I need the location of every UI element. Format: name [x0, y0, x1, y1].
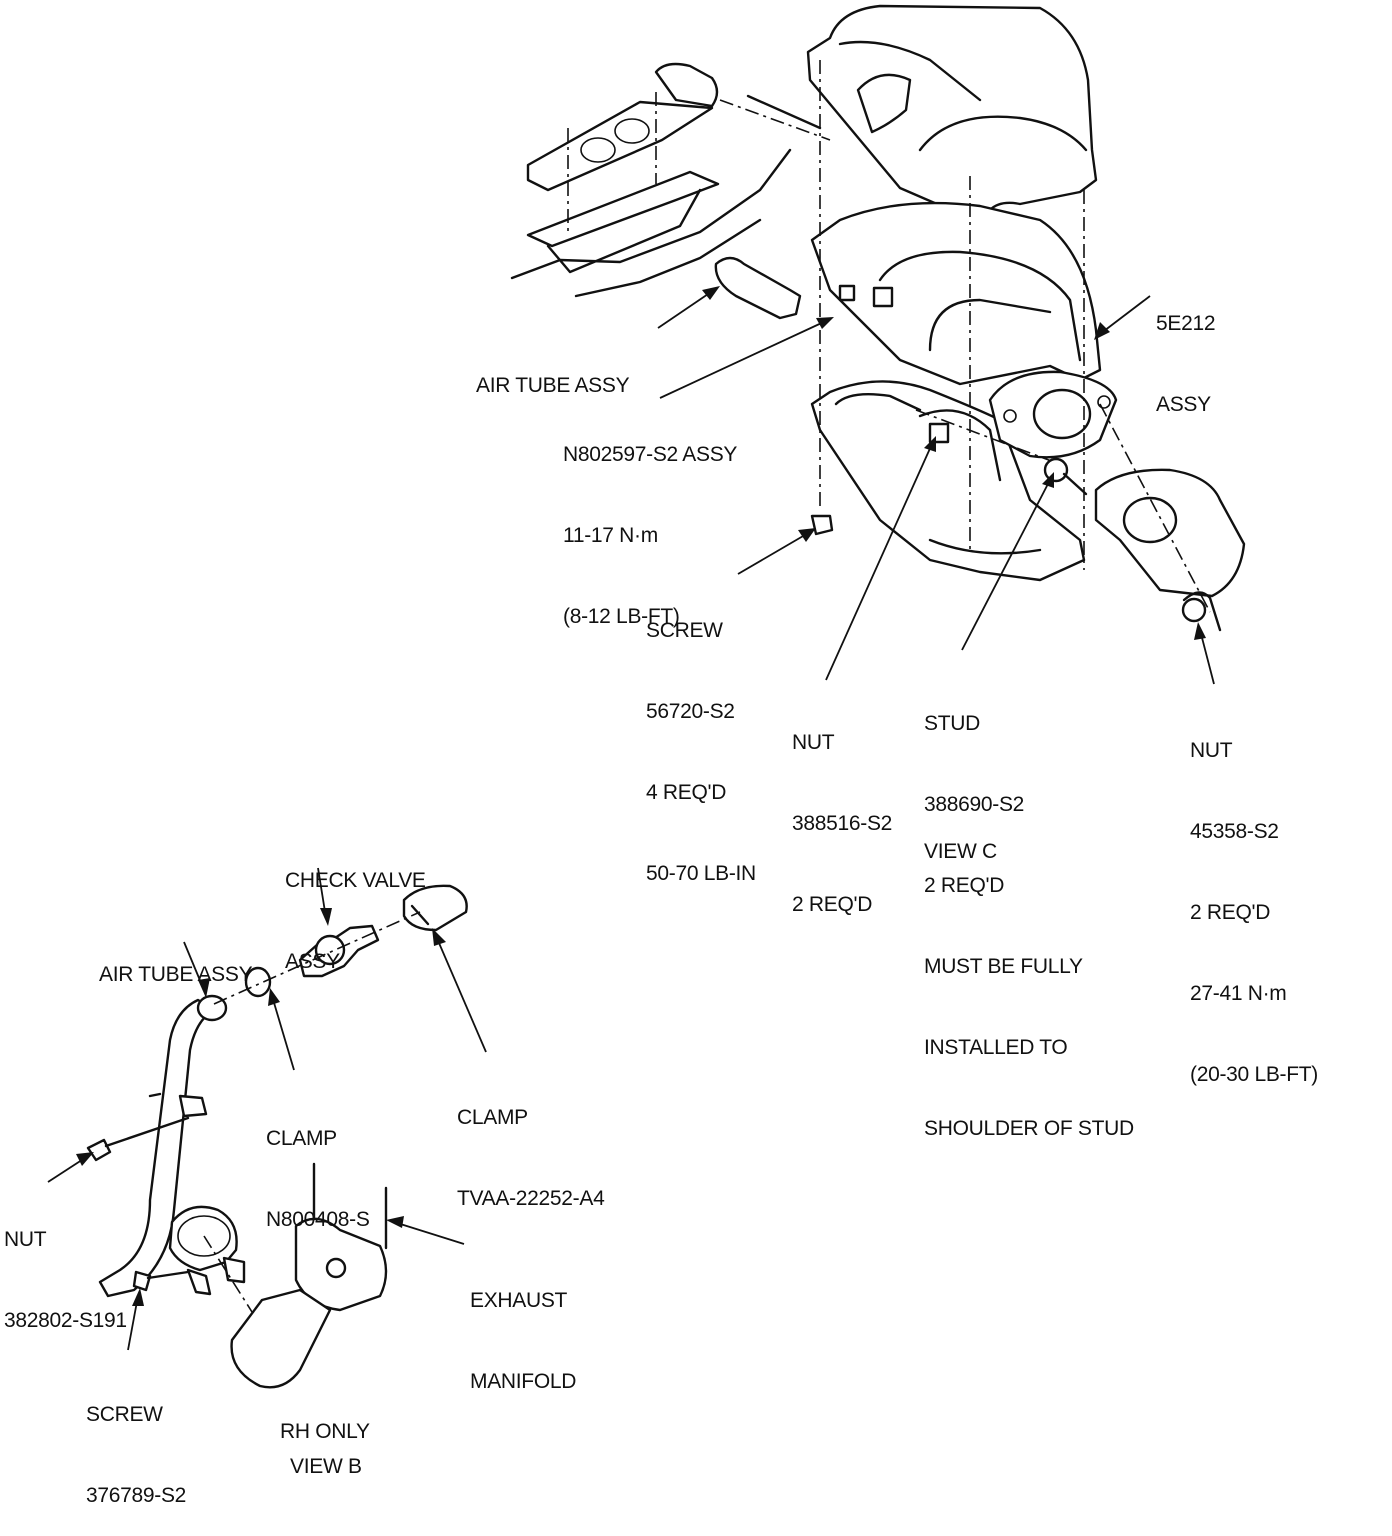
label-nut-388516: NUT 388516-S2 2 REQ'D: [792, 731, 893, 916]
label-exhaust-manifold: EXHAUST MANIFOLD: [470, 1289, 577, 1393]
diagram-artwork: [47, 4, 1246, 1389]
label-clamp-tvaa: CLAMP TVAA-22252-A4: [457, 1106, 605, 1210]
view-b-title: VIEW B: [290, 1455, 362, 1478]
label-air-tube-assy-c: AIR TUBE ASSY: [476, 374, 630, 397]
label-5e212-assy: 5E212 ASSY: [1156, 312, 1216, 416]
view-b-leaders: [47, 867, 487, 1351]
exhaust-flange-and-pipe: [988, 370, 1246, 632]
label-check-valve-assy: CHECK VALVE ASSY: [285, 869, 426, 973]
exploded-parts-diagram: AIR TUBE ASSY N802597-S2 ASSY 11-17 N·m …: [4, 4, 1318, 1507]
catalytic-converter: [810, 201, 1102, 582]
label-air-tube-assy-b: AIR TUBE ASSY: [99, 963, 253, 986]
label-nut-382802: NUT 382802-S191: [4, 1228, 127, 1332]
label-n802597-assy: N802597-S2 ASSY 11-17 N·m (8-12 LB-FT): [563, 443, 738, 628]
view-b-exhaust-manifold: [230, 1162, 388, 1389]
view-b-note: RH ONLY: [280, 1420, 370, 1443]
view-b-centerlines: [203, 911, 421, 1313]
view-b-hardware: [86, 1116, 190, 1280]
view-c-leaders: [657, 286, 1215, 685]
view-b-clamp-ring: [168, 1205, 246, 1296]
bracket-plate: [510, 62, 831, 298]
view-c-title: VIEW C: [924, 840, 997, 863]
label-screw-376789: SCREW 376789-S2: [86, 1403, 187, 1507]
label-screw-56720: SCREW 56720-S2 4 REQ'D 50-70 LB-IN: [646, 619, 756, 885]
label-clamp-n800408: CLAMP N800408-S: [266, 1127, 370, 1231]
alignment-lines: [819, 60, 1085, 570]
label-nut-45358: NUT 45358-S2 2 REQ'D 27-41 N·m (20-30 LB…: [1190, 739, 1318, 1086]
view-b-check-valve: [244, 884, 468, 998]
upper-heat-shield: [806, 4, 1098, 216]
label-stud-388690: STUD 388690-S2 2 REQ'D MUST BE FULLY INS…: [924, 712, 1134, 1140]
